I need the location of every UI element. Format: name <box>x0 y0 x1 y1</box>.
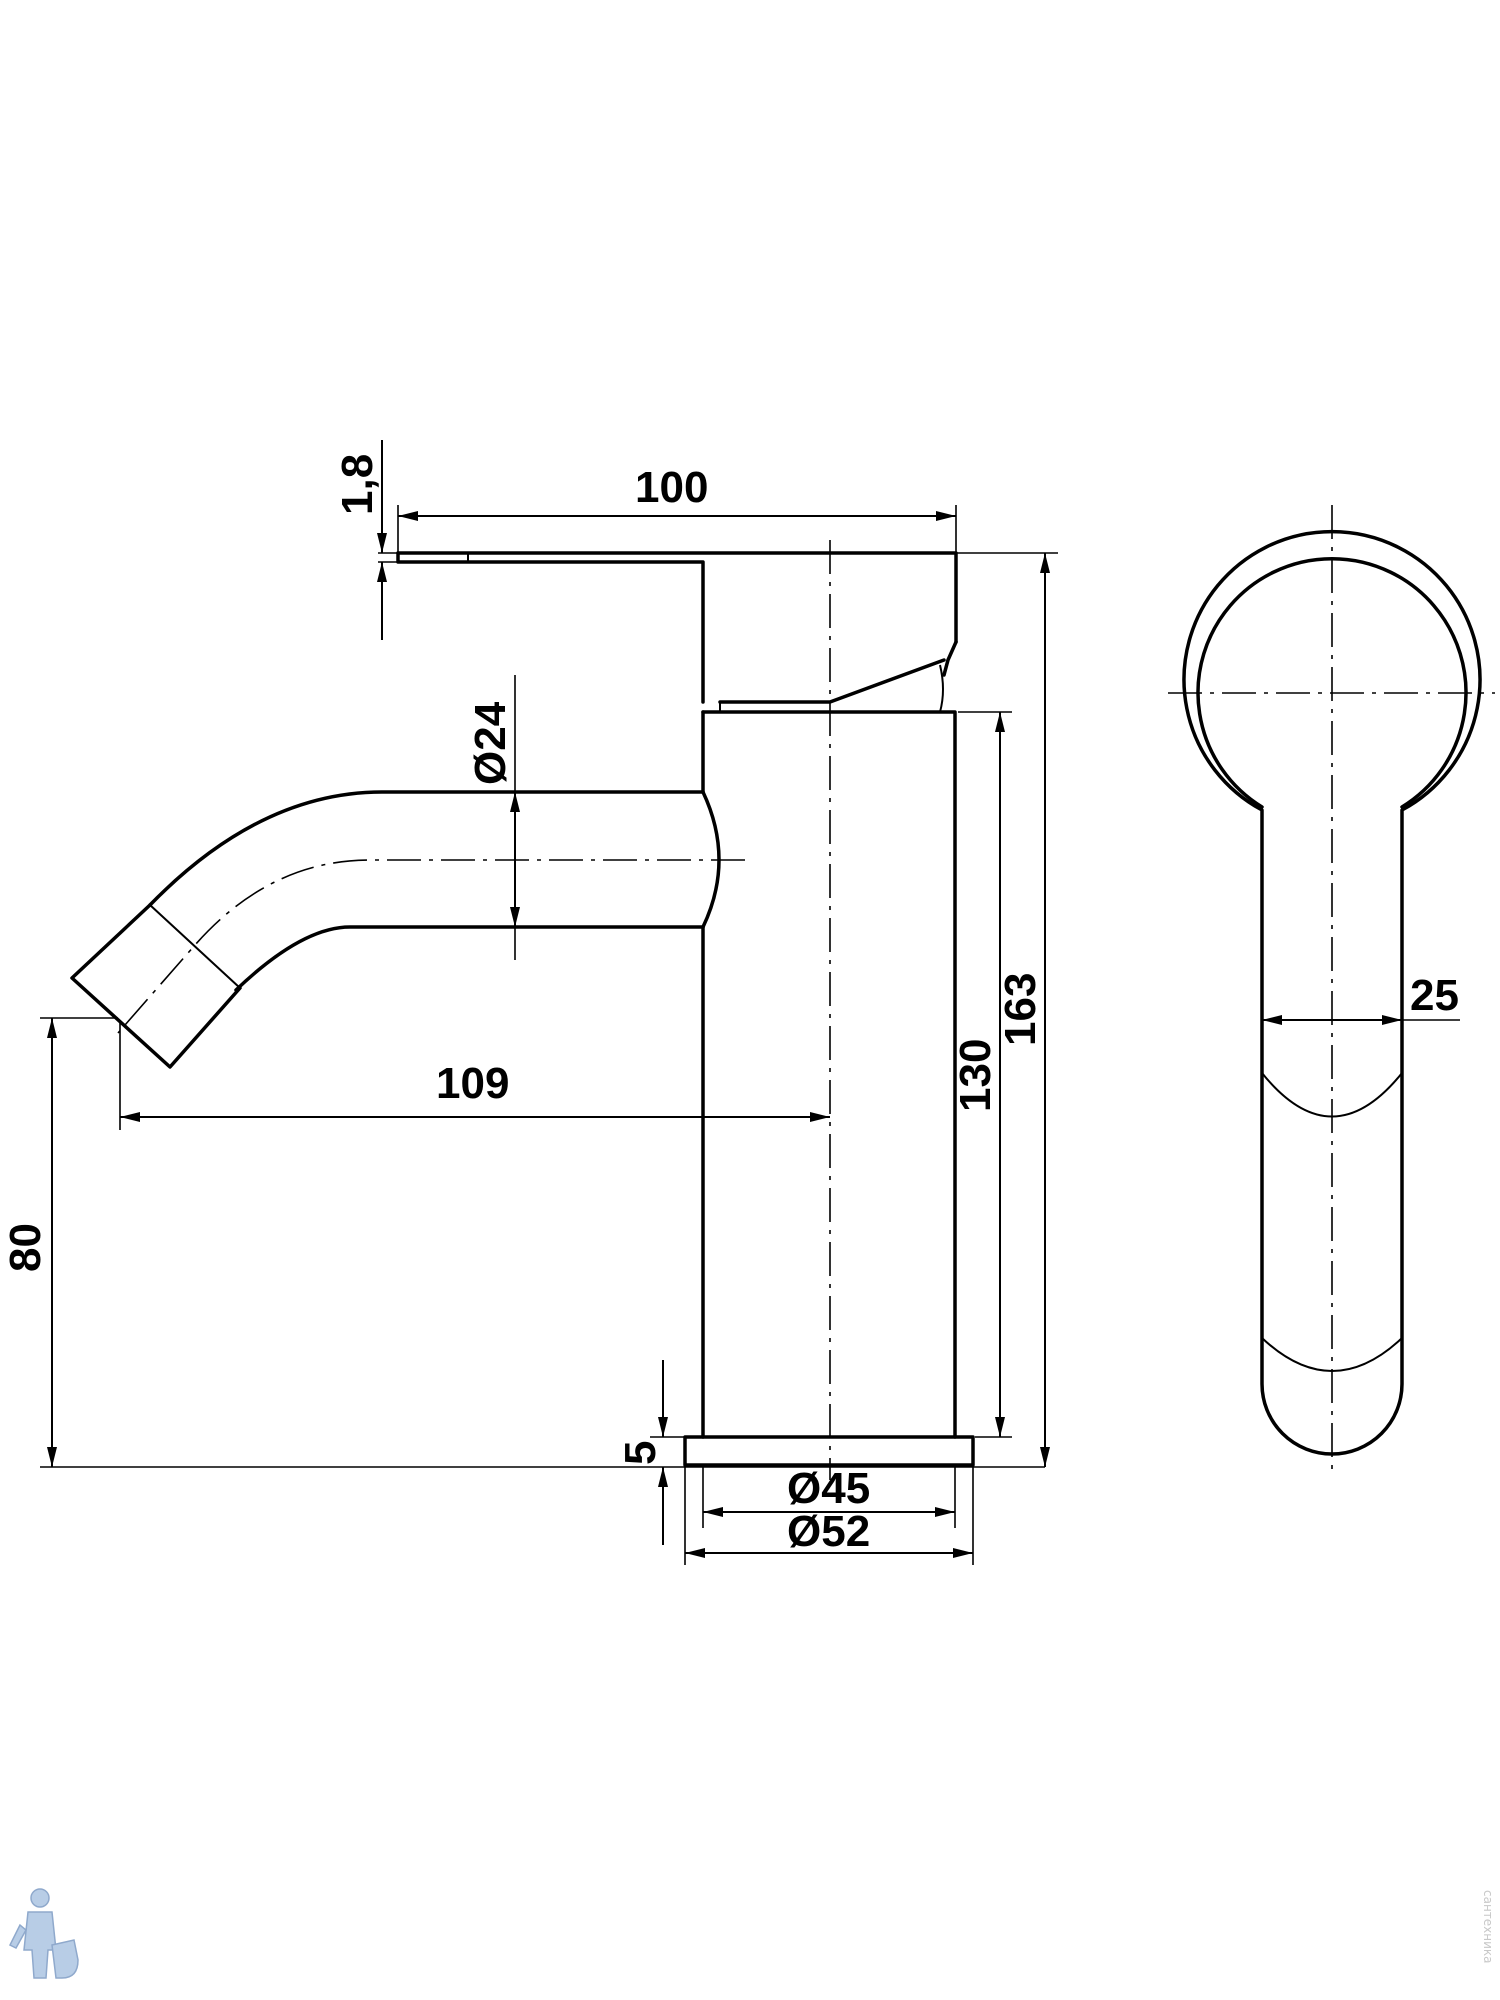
spout-centerline <box>117 859 745 1034</box>
dim-overall-length: 100 <box>397 463 957 553</box>
dim-body-diameter: Ø45 <box>702 1464 956 1528</box>
dim-spout-height: 80 <box>1 1017 1045 1468</box>
dim-label-spout-height: 80 <box>1 1223 50 1272</box>
dim-spout-reach: 109 <box>119 1022 830 1130</box>
dim-label-overall-length: 100 <box>635 463 708 512</box>
dim-label-overall-height: 163 <box>996 973 1045 1046</box>
side-view <box>70 540 975 1480</box>
dim-label-body-diameter: Ø45 <box>787 1464 870 1513</box>
dim-spout-diameter: Ø24 <box>466 675 520 960</box>
dim-label-spout-reach: 109 <box>436 1059 509 1108</box>
dim-handle-offset: 1,8 <box>333 440 398 640</box>
spout <box>70 790 705 1069</box>
dimension-lines: 1,8 100 Ø24 109 80 <box>1 440 1058 1565</box>
dim-handle-width: 25 <box>1262 971 1460 1025</box>
dim-label-handle-width: 25 <box>1410 971 1459 1020</box>
handle-outline-inner <box>1196 557 1468 809</box>
lever-handle <box>396 551 958 713</box>
plumber-mascot-icon <box>8 1888 79 1979</box>
dim-label-handle-offset: 1,8 <box>333 454 382 515</box>
dim-base-diameter: Ø52 <box>684 1465 974 1565</box>
dim-label-base-height: 5 <box>616 1441 665 1465</box>
dim-label-base-diameter: Ø52 <box>787 1507 870 1556</box>
faucet-body <box>701 710 957 1439</box>
watermark: сантехника <box>1481 1890 1495 1964</box>
dim-label-spout-diameter: Ø24 <box>466 701 515 785</box>
dim-base-height: 5 <box>616 1360 685 1545</box>
dim-label-body-height: 130 <box>951 1039 1000 1112</box>
dim-overall-height: 163 <box>956 552 1058 1467</box>
base-flange <box>683 1435 975 1467</box>
top-view <box>1168 505 1495 1475</box>
dim-body-height: 130 <box>951 711 1012 1438</box>
handle-outline-outer <box>1182 529 1482 1456</box>
